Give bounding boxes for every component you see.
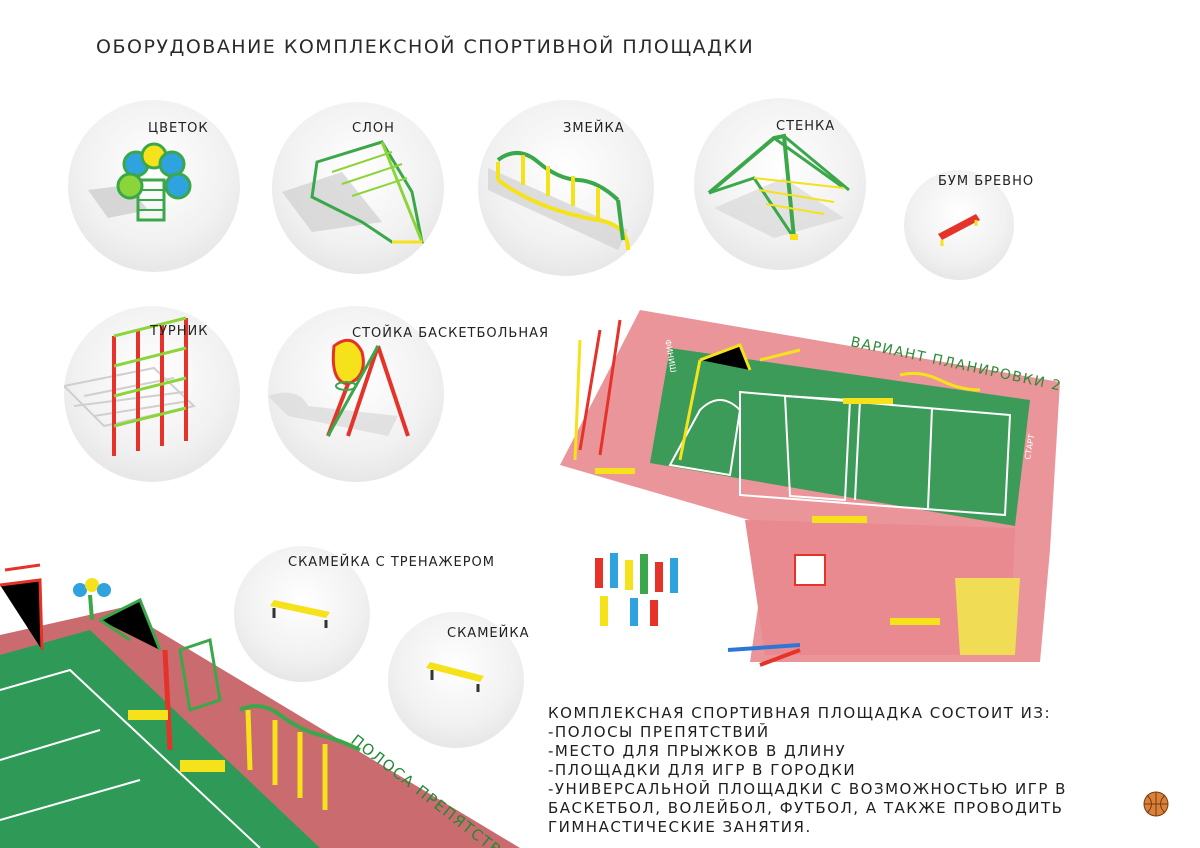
label-bench-trainer: СКАМЕЙКА С ТРЕНАЖЕРОМ (288, 555, 495, 570)
label-flower: ЦВЕТОК (148, 121, 209, 136)
description-line: -МЕСТО ДЛЯ ПРЫЖКОВ В ДЛИНУ (548, 742, 847, 760)
plan-start-label: СТАРТ (1023, 433, 1036, 460)
label-basketball: СТОЙКА БАСКЕТБОЛЬНАЯ (352, 326, 550, 341)
gorodki-sticks (595, 553, 678, 626)
snake-illustration (488, 151, 630, 251)
obstacle-track: ПОЛОСА ПРЕПЯТСТВИЙ (0, 563, 526, 848)
circle-beam (904, 170, 1014, 280)
description-line: -ПОЛОСЫ ПРЕПЯТСТВИЙ (548, 723, 770, 741)
circle-wall (694, 98, 866, 270)
label-bench: СКАМЕЙКА (447, 626, 530, 641)
description-line: -УНИВЕРСАЛЬНОЙ ПЛОЩАДКИ С ВОЗМОЖНОСТЬЮ И… (548, 780, 1067, 798)
page-title: ОБОРУДОВАНИЕ КОМПЛЕКСНОЙ СПОРТИВНОЙ ПЛОЩ… (96, 36, 755, 58)
description-line: БАСКЕТБОЛ, ВОЛЕЙБОЛ, ФУТБОЛ, А ТАКЖЕ ПРО… (548, 799, 1064, 817)
label-elephant: СЛОН (352, 121, 395, 136)
description-line: ГИМНАСТИЧЕСКИЕ ЗАНЯТИЯ. (548, 818, 812, 836)
circle-snake (478, 100, 654, 276)
elephant-illustration (282, 140, 424, 244)
circle-basketball (268, 306, 444, 482)
label-beam: БУМ БРЕВНО (938, 174, 1035, 189)
label-wall: СТЕНКА (776, 119, 836, 134)
description-line: -ПЛОЩАДКИ ДЛЯ ИГР В ГОРОДКИ (548, 761, 857, 779)
description: КОМПЛЕКСНАЯ СПОРТИВНАЯ ПЛОЩАДКА СОСТОИТ … (548, 704, 1148, 837)
bench-trainer-illustration (270, 600, 330, 628)
basketball-illustration (268, 338, 410, 437)
wall-illustration (707, 133, 850, 240)
pullup-illustration (64, 316, 197, 456)
circle-pullup (64, 306, 240, 482)
circle-flower (68, 100, 240, 272)
circle-elephant (272, 102, 444, 274)
beam-illustration (938, 214, 980, 246)
circle-bench-trainer (234, 546, 370, 682)
circle-bench (388, 612, 524, 748)
bench-illustration (426, 662, 484, 692)
flower-illustration (88, 142, 192, 222)
description-line: КОМПЛЕКСНАЯ СПОРТИВНАЯ ПЛОЩАДКА СОСТОИТ … (548, 704, 1051, 722)
label-snake: ЗМЕЙКА (563, 121, 625, 136)
basketball-ball-icon (1143, 791, 1169, 817)
label-pullup: ТУРНИК (150, 324, 209, 339)
plan-layout: ВАРИАНТ ПЛАНИРОВКИ 2 СТАРТ ФИНИШ (560, 310, 1060, 667)
